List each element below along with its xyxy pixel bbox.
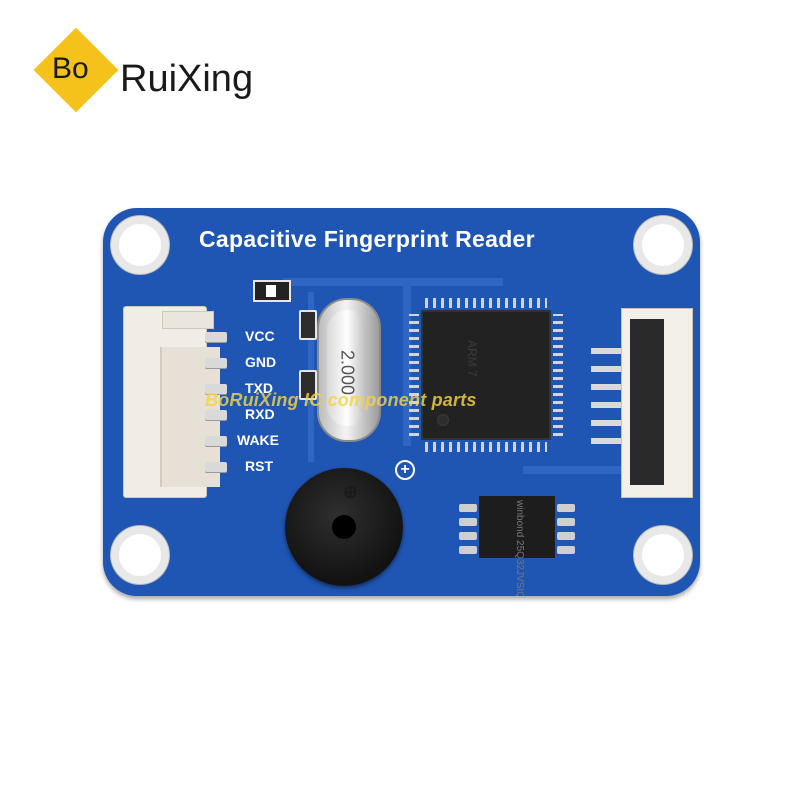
mount-hole-bottom-right xyxy=(634,526,692,584)
smd-capacitor xyxy=(299,370,317,400)
connector-pin xyxy=(205,358,227,368)
flash-marking: winbond 25Q32JVSIQ 1925 xyxy=(514,500,525,596)
flash-chip: winbond 25Q32JVSIQ 1925 xyxy=(479,496,555,596)
pin-label-vcc: VCC xyxy=(245,328,275,344)
mcu-marking: ARM 7 xyxy=(465,340,479,377)
fpc-pin xyxy=(591,384,621,390)
pcb-trace xyxy=(283,278,503,286)
pin-label-rst: RST xyxy=(245,458,273,474)
flash-pin xyxy=(557,546,575,554)
mcu-pins-right xyxy=(553,314,563,436)
smd-capacitor xyxy=(299,310,317,340)
flash-pin xyxy=(459,504,477,512)
flash-code: 25Q32JVSIQ 1925 xyxy=(514,540,525,596)
buzzer: ⊕ xyxy=(285,468,403,586)
side-connector xyxy=(105,294,227,508)
watermark-text: BoRuiXing IC component parts xyxy=(205,390,477,410)
buzzer-plus-icon: ⊕ xyxy=(343,482,359,502)
fpc-connector xyxy=(621,308,693,498)
fpc-pin xyxy=(591,402,621,408)
logo: Bo RuiXing xyxy=(22,27,282,118)
connector-pin xyxy=(205,384,227,394)
connector-pin xyxy=(205,462,227,472)
status-led xyxy=(253,280,291,302)
mcu-pin1-dot xyxy=(437,414,449,426)
mcu-pins-bottom xyxy=(425,442,547,452)
flash-pin xyxy=(557,532,575,540)
pin-label-wake: WAKE xyxy=(237,432,279,448)
connector-pin xyxy=(205,410,227,420)
flash-brand: winbond xyxy=(514,500,525,538)
pin-label-txd: TXD xyxy=(245,380,273,396)
connector-clip xyxy=(162,311,214,329)
mcu-chip: ARM 7 xyxy=(421,310,551,440)
pcb-board: Capacitive Fingerprint Reader VCC GND TX… xyxy=(103,208,700,596)
flash-pin xyxy=(459,546,477,554)
polarity-plus-icon: + xyxy=(395,460,415,480)
connector-housing xyxy=(123,306,220,498)
pcb-trace xyxy=(403,286,411,446)
flash-pin xyxy=(459,518,477,526)
fpc-slot xyxy=(630,319,664,485)
fpc-pin xyxy=(591,438,621,444)
board-title: Capacitive Fingerprint Reader xyxy=(199,226,535,252)
fpc-pin xyxy=(591,366,621,372)
mcu-pins-left xyxy=(409,314,419,436)
connector-pin xyxy=(205,436,227,446)
mount-hole-top-right xyxy=(634,216,692,274)
fpc-pin xyxy=(591,348,621,354)
flash-pin xyxy=(459,532,477,540)
logo-badge-text: Bo xyxy=(52,52,89,85)
pin-label-gnd: GND xyxy=(245,354,277,370)
flash-pin xyxy=(557,518,575,526)
fpc-pin xyxy=(591,420,621,426)
crystal-can xyxy=(327,310,367,426)
mount-hole-top-left xyxy=(111,216,169,274)
mount-hole-bottom-left xyxy=(111,526,169,584)
pcb-trace xyxy=(523,466,663,474)
pin-label-rxd: RXD xyxy=(245,406,275,422)
logo-name: RuiXing xyxy=(120,58,254,100)
mcu-pins-top xyxy=(425,298,547,308)
connector-pin xyxy=(205,332,227,342)
buzzer-hole xyxy=(332,515,356,539)
flash-pin xyxy=(557,504,575,512)
crystal-oscillator: 2.000 xyxy=(317,298,381,442)
